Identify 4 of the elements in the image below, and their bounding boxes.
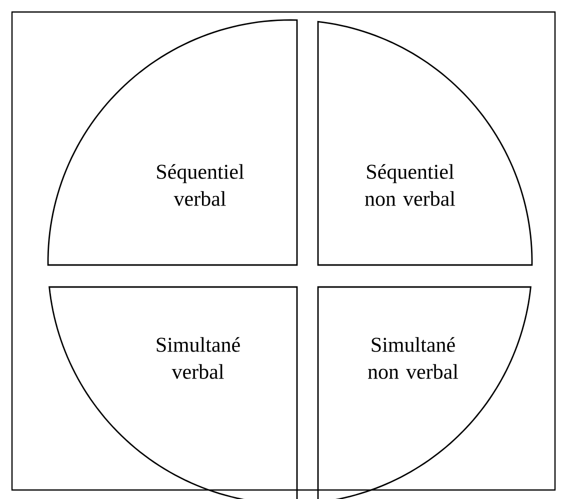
quadrant: Séquentiel non verbal	[317, 20, 533, 266]
quadrant: Simultané verbal	[48, 286, 298, 499]
quadrant: Séquentiel verbal	[47, 19, 298, 266]
quadrant: Simultané non verbal	[317, 286, 532, 499]
